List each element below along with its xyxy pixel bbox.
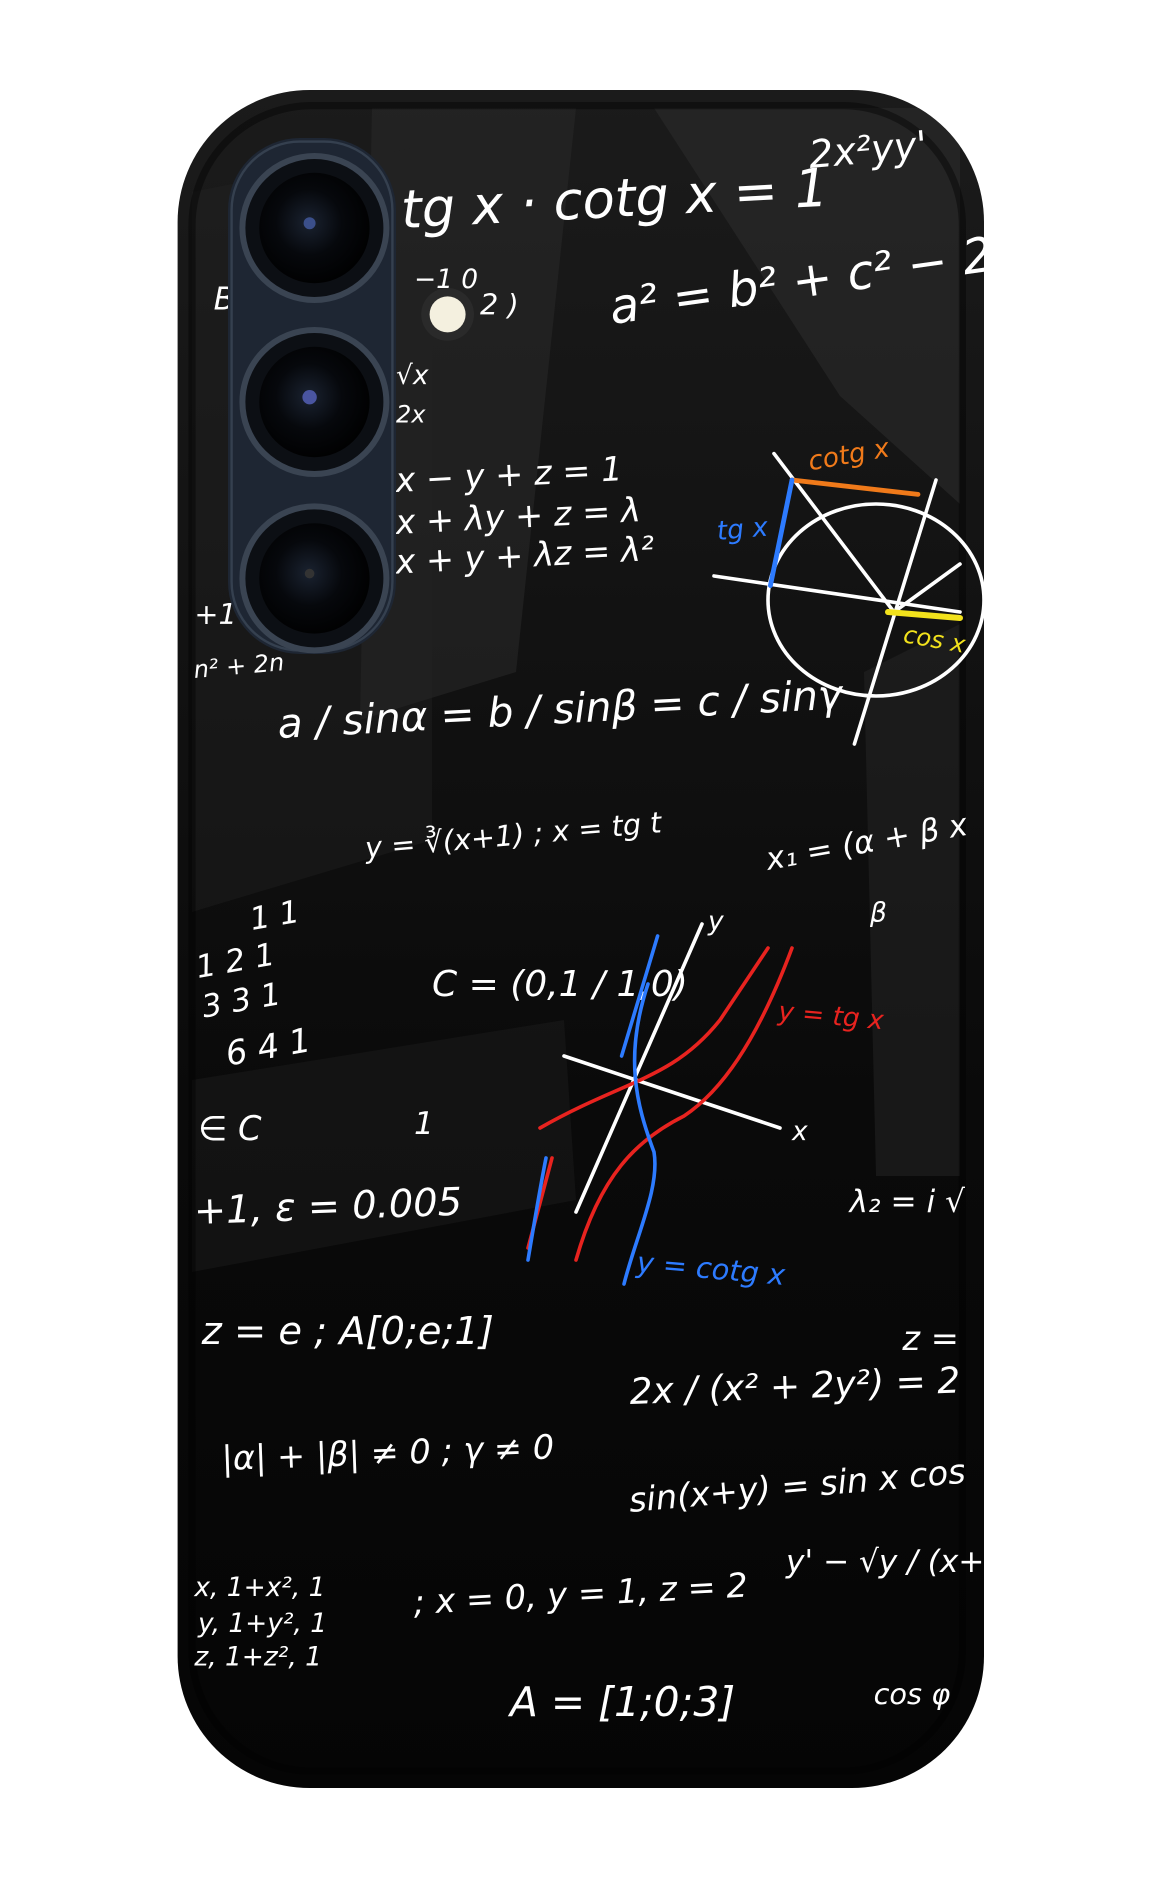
flash-icon bbox=[421, 288, 474, 341]
formula-text: β bbox=[869, 898, 887, 929]
formula-text: 2x bbox=[396, 400, 426, 428]
formula-text: √x bbox=[396, 360, 429, 391]
formula-text: 1 1 bbox=[247, 894, 302, 938]
formula-text: 2x²yy' bbox=[807, 123, 929, 178]
camera-module bbox=[228, 138, 396, 654]
camera-lens-icon bbox=[239, 503, 390, 654]
camera-lens-icon bbox=[239, 153, 390, 303]
formula-text: +1 bbox=[194, 597, 236, 631]
formula-text: z = bbox=[901, 1319, 958, 1358]
formula-text: tg x bbox=[716, 512, 770, 547]
formula-text: 1 bbox=[414, 1106, 434, 1142]
unit-circle-diagram bbox=[712, 451, 986, 746]
formula-text: y' − √y / (x+2) = bbox=[785, 1544, 1052, 1580]
formula-text: λ₂ = i √ bbox=[848, 1184, 965, 1220]
camera-lens-icon bbox=[239, 327, 390, 477]
formula-text: x, 1+x², 1 bbox=[193, 1572, 325, 1603]
formula-text: A = [1;0;3] bbox=[507, 1678, 735, 1726]
formula-text: y, 1+y², 1 bbox=[197, 1608, 327, 1639]
formula-text: z, 1+z², 1 bbox=[193, 1642, 322, 1673]
formula-text: x bbox=[791, 1116, 808, 1147]
formula-text: 2 ) bbox=[480, 287, 519, 321]
formula-text: y bbox=[707, 906, 724, 937]
tangent-graph bbox=[526, 922, 794, 1286]
formula-text: z = e ; A[0;e;1] bbox=[201, 1309, 494, 1354]
formula-text: +1, ε = 0.005 bbox=[193, 1180, 463, 1234]
formula-text: cos φ bbox=[874, 1677, 951, 1711]
formula-text: ∈ C bbox=[198, 1109, 262, 1148]
